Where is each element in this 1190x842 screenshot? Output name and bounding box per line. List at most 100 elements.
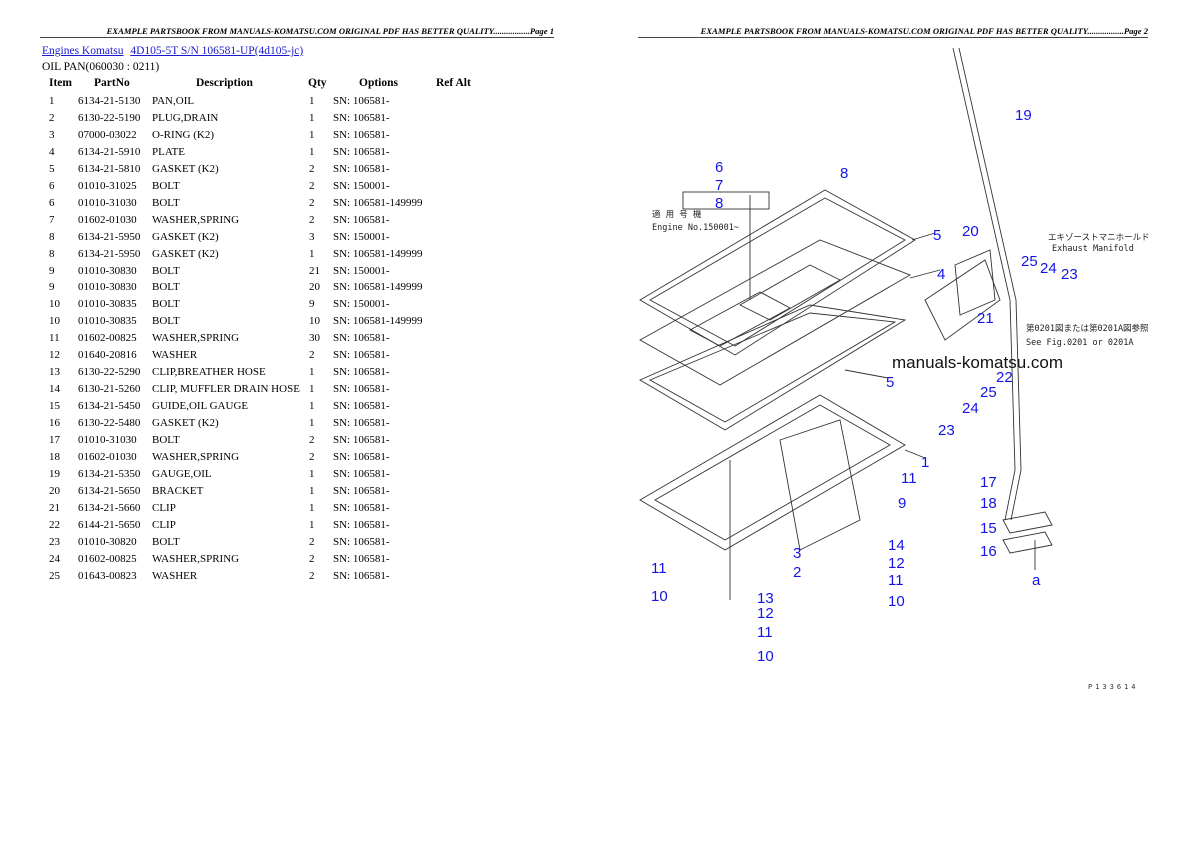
item-number: 6 [49, 196, 55, 209]
description: BOLT [152, 281, 180, 294]
quantity: 2 [309, 162, 315, 175]
part-number: 01602-00825 [78, 332, 137, 345]
part-number: 6134-21-5950 [78, 247, 141, 260]
part-number: 01010-30835 [78, 315, 137, 328]
description: WASHER,SPRING [152, 552, 240, 565]
item-number: 25 [49, 569, 60, 582]
quantity: 2 [309, 179, 315, 192]
part-number: 6130-22-5190 [78, 111, 141, 124]
options: SN: 106581- [333, 95, 390, 107]
part-number: 6134-21-5130 [78, 95, 141, 107]
quantity: 1 [309, 247, 315, 260]
options: SN: 106581-149999 [333, 247, 423, 260]
options: SN: 106581- [333, 213, 390, 226]
quantity: 2 [309, 434, 315, 446]
quantity: 1 [309, 467, 315, 480]
part-number: 01602-01030 [78, 213, 137, 226]
callout-number: 11 [901, 470, 917, 487]
description: CLIP, MUFFLER DRAIN HOSE [152, 383, 300, 396]
quantity: 2 [309, 213, 315, 226]
section-title: OIL PAN(060030 : 0211) [42, 61, 160, 73]
quantity: 1 [309, 145, 315, 158]
callout-number: 11 [888, 572, 904, 589]
description: BOLT [152, 196, 180, 209]
breadcrumb-link-engines[interactable]: Engines Komatsu [42, 45, 124, 57]
options: SN: 106581- [333, 383, 390, 396]
options: SN: 106581- [333, 552, 390, 565]
quantity: 30 [309, 332, 320, 345]
description: GASKET (K2) [152, 417, 219, 430]
plate [639, 239, 912, 386]
part-number: 01010-31030 [78, 196, 137, 209]
description: CLIP [152, 501, 176, 514]
options: SN: 106581- [333, 501, 390, 514]
description: WASHER,SPRING [152, 450, 240, 463]
part-number: 6134-21-5660 [78, 501, 141, 514]
callout-number: 12 [757, 605, 774, 622]
callout-number: 10 [651, 588, 668, 605]
item-number: 14 [49, 383, 60, 396]
callout-number: a [1032, 572, 1041, 589]
callout-number: 11 [651, 560, 667, 577]
callout-number: 18 [980, 495, 997, 512]
description: BRACKET [152, 484, 204, 497]
part-number: 01640-20816 [78, 349, 137, 362]
description: WASHER [152, 349, 198, 362]
item-number: 15 [49, 400, 60, 413]
options: SN: 106581-149999 [333, 315, 423, 328]
callout-number: 16 [980, 543, 997, 560]
exhaust-clip-bracket [924, 249, 1001, 341]
description: PAN,OIL [152, 95, 195, 107]
description: BOLT [152, 315, 180, 328]
description: PLUG,DRAIN [152, 111, 219, 124]
callout-number: 24 [1040, 260, 1057, 277]
note-engine-jp: 適 用 号 機 [652, 209, 702, 220]
quantity: 2 [309, 196, 315, 209]
quantity: 1 [309, 366, 315, 379]
quantity: 10 [309, 315, 320, 328]
options: SN: 106581- [333, 128, 390, 141]
item-number: 2 [49, 111, 55, 124]
item-number: 1 [49, 95, 55, 107]
page2-header: EXAMPLE PARTSBOOK FROM MANUALS-KOMATSU.C… [638, 26, 1148, 38]
description: WASHER [152, 569, 198, 582]
options: SN: 106581- [333, 535, 390, 548]
callout-number: 12 [888, 555, 905, 572]
part-number: 01602-00825 [78, 552, 137, 565]
quantity: 2 [309, 569, 315, 582]
description: GASKET (K2) [152, 247, 219, 260]
item-number: 18 [49, 450, 60, 463]
callout-number: 13 [757, 590, 774, 607]
part-number: 01010-30820 [78, 535, 137, 548]
item-number: 23 [49, 535, 60, 548]
part-number: 6144-21-5650 [78, 518, 141, 531]
description: BOLT [152, 298, 180, 311]
callout-number: 8 [715, 195, 723, 212]
description: BOLT [152, 535, 180, 548]
options: SN: 106581- [333, 349, 390, 362]
leader-lines [682, 191, 1036, 600]
options: SN: 106581- [333, 484, 390, 497]
options: SN: 106581- [333, 467, 390, 480]
breadcrumb-link-model[interactable]: 4D105-5T S/N 106581-UP(4d105-jc) [130, 45, 304, 57]
part-number: 6134-21-5450 [78, 400, 141, 413]
options: SN: 106581- [333, 569, 390, 582]
callout-number: 15 [980, 520, 997, 537]
gauge-guide [1002, 511, 1053, 554]
oil-gauge-rod [952, 47, 1022, 521]
part-number: 07000-03022 [78, 128, 137, 141]
options: SN: 106581- [333, 417, 390, 430]
item-number: 3 [49, 128, 55, 141]
item-number: 9 [49, 281, 55, 294]
description: CLIP [152, 518, 176, 531]
options: SN: 106581- [333, 366, 390, 379]
note-manifold: Exhaust Manifold [1052, 244, 1134, 254]
item-number: 24 [49, 552, 60, 565]
figure-code: P133614 [1088, 683, 1139, 691]
description: WASHER,SPRING [152, 332, 240, 345]
breadcrumb: Engines Komatsu 4D105-5T S/N 106581-UP(4… [42, 45, 307, 57]
description: BOLT [152, 179, 180, 192]
description: CLIP,BREATHER HOSE [152, 366, 266, 379]
options: SN: 106581-149999 [333, 281, 423, 294]
